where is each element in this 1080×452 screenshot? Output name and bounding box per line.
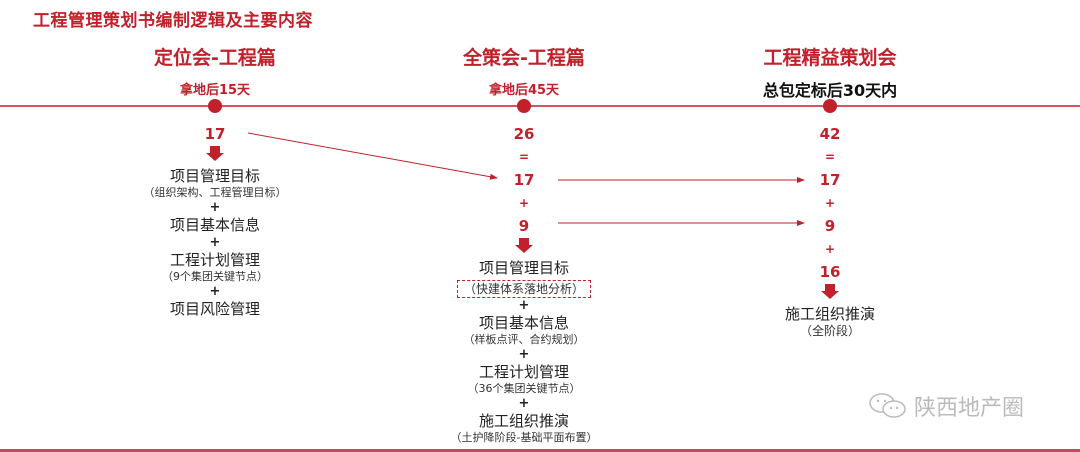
count-part: 9 — [824, 217, 836, 235]
item-note: （组织架构、工程管理目标） — [143, 186, 287, 199]
equals-sign: = — [518, 150, 530, 164]
wechat-icon — [869, 393, 906, 418]
arrow-down-icon — [394, 238, 654, 254]
item-note: （土护降阶段-基础平面布置） — [450, 431, 598, 444]
count-total: 26 — [513, 125, 535, 143]
column-heading-positioning: 定位会-工程篇 — [154, 47, 276, 69]
item-label: 项目风险管理 — [169, 300, 260, 318]
item-label: 项目基本信息 — [169, 216, 260, 234]
watermark-text: 陕西地产圈 — [914, 396, 1025, 421]
column-lean: 42 = 17 + 9 + 16 施工组织推演 （全阶段） — [700, 123, 960, 338]
timing-label: 拿地后15天 — [179, 83, 251, 98]
timeline-dot — [517, 99, 531, 113]
plus-sign: + — [209, 200, 221, 215]
column-positioning: 17 项目管理目标 （组织架构、工程管理目标） + 项目基本信息 + 工程计划管… — [85, 123, 345, 319]
plus-sign: + — [518, 196, 530, 210]
count-total: 17 — [204, 125, 226, 143]
item-label: 工程计划管理 — [478, 363, 569, 381]
item-note: （样板点评、合约规划） — [463, 333, 585, 346]
item-label: 项目管理目标 — [478, 259, 569, 277]
timing-label: 拿地后45天 — [488, 83, 560, 98]
page-title: 工程管理策划书编制逻辑及主要内容 — [33, 11, 313, 31]
count-part: 17 — [513, 171, 535, 189]
timeline-line — [0, 105, 1080, 107]
item-note: （36个集团关键节点） — [467, 382, 581, 395]
plus-sign: + — [518, 347, 530, 362]
column-heading-lean: 工程精益策划会 — [763, 47, 897, 69]
item-label: 项目基本信息 — [478, 314, 569, 332]
item-note: （9个集团关键节点） — [162, 270, 268, 283]
item-label: 施工组织推演 — [784, 305, 875, 323]
column-heading-strategy: 全策会-工程篇 — [463, 47, 585, 69]
arrow-down-icon — [85, 146, 345, 162]
watermark: 陕西地产圈 — [868, 390, 1024, 422]
count-part: 17 — [819, 171, 841, 189]
item-label: 项目管理目标 — [169, 167, 260, 185]
column-strategy: 26 = 17 + 9 项目管理目标 （快建体系落地分析） + 项目基本信息 （… — [394, 123, 654, 445]
plus-sign: + — [824, 196, 836, 210]
plus-sign: + — [518, 298, 530, 313]
item-note: （全阶段） — [799, 324, 860, 338]
timing-label: 总包定标后30天内 — [762, 81, 898, 100]
plus-sign: + — [518, 396, 530, 411]
timeline-dot — [208, 99, 222, 113]
item-note-highlight: （快建体系落地分析） — [456, 280, 591, 298]
bottom-border — [0, 449, 1080, 452]
count-part: 9 — [518, 217, 530, 235]
item-label: 工程计划管理 — [169, 251, 260, 269]
plus-sign: + — [209, 235, 221, 250]
plus-sign: + — [209, 284, 221, 299]
plus-sign: + — [824, 242, 836, 256]
arrow-down-icon — [700, 284, 960, 300]
timeline-dot — [823, 99, 837, 113]
count-part: 16 — [819, 263, 841, 281]
equals-sign: = — [824, 150, 836, 164]
item-label: 施工组织推演 — [478, 412, 569, 430]
count-total: 42 — [819, 125, 841, 143]
